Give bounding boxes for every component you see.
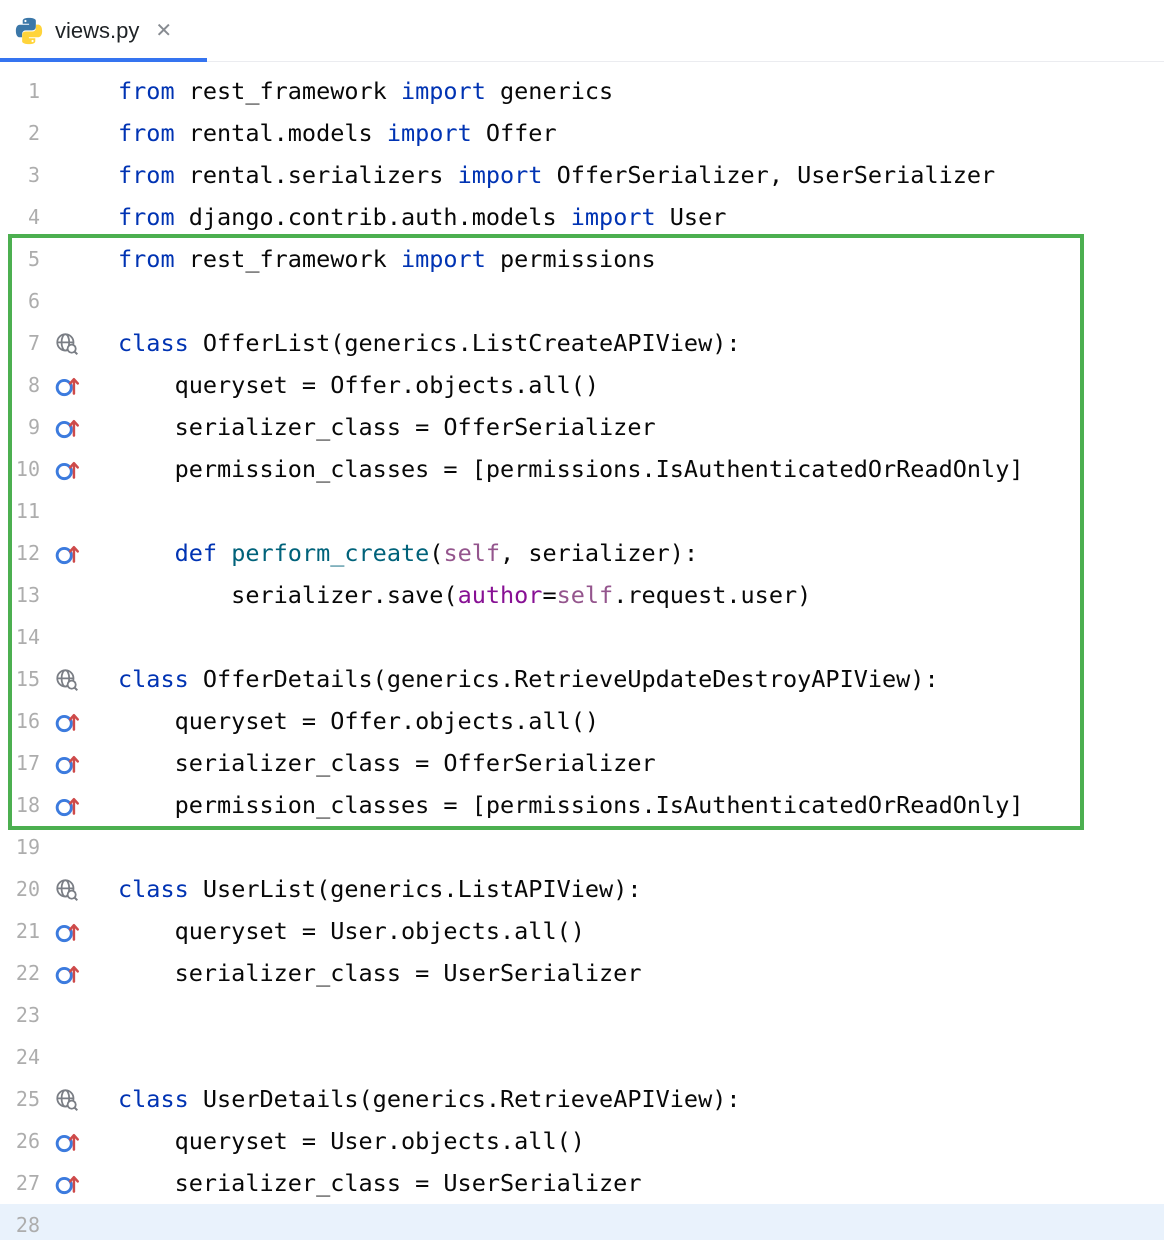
line-number: 11: [15, 499, 40, 523]
line-number: 17: [15, 751, 40, 775]
code-text: queryset = Offer.objects.all(): [118, 707, 600, 735]
code-editor[interactable]: 1 from rest_framework import generics 2 fro…: [0, 62, 1164, 1240]
code-text: from rest_framework import permissions: [118, 245, 656, 273]
code-line-row[interactable]: 16 queryset = Offer.objects.all(): [0, 700, 1164, 742]
tab-bar: views.py ✕: [0, 0, 1164, 62]
code-line-row[interactable]: 17 serializer_class = OfferSerializer: [0, 742, 1164, 784]
code-text: queryset = Offer.objects.all(): [118, 371, 600, 399]
line-number: 28: [15, 1213, 40, 1237]
line-number: 21: [15, 919, 40, 943]
code-text: class OfferList(generics.ListCreateAPIVi…: [118, 329, 741, 357]
code-line-row[interactable]: 21 queryset = User.objects.all(): [0, 910, 1164, 952]
code-text: from rental.models import Offer: [118, 119, 557, 147]
line-number: 12: [15, 541, 40, 565]
line-number: 6: [27, 289, 40, 313]
code-line-row[interactable]: 22 serializer_class = UserSerializer: [0, 952, 1164, 994]
code-line-row[interactable]: 13 serializer.save(author=self.request.u…: [0, 574, 1164, 616]
line-number: 18: [15, 793, 40, 817]
code-line-row[interactable]: 12 def perform_create(self, serializer):: [0, 532, 1164, 574]
code-line-row[interactable]: 23: [0, 994, 1164, 1036]
line-number: 26: [15, 1129, 40, 1153]
line-number: 19: [15, 835, 40, 859]
tab-label: views.py: [55, 17, 140, 43]
code-line-row[interactable]: 15 class OfferDetails(generics.RetrieveUp…: [0, 658, 1164, 700]
code-line-row[interactable]: 2 from rental.models import Offer: [0, 112, 1164, 154]
tab-close-icon[interactable]: ✕: [155, 19, 173, 42]
line-number: 4: [27, 205, 40, 229]
code-line-row[interactable]: 10 permission_classes = [permissions.IsA…: [0, 448, 1164, 490]
code-text: class OfferDetails(generics.RetrieveUpda…: [118, 665, 939, 693]
overriding-member-gutter-icon[interactable]: [40, 708, 118, 735]
overriding-member-gutter-icon[interactable]: [40, 792, 118, 819]
code-line-row[interactable]: 11: [0, 490, 1164, 532]
code-line-row[interactable]: 19: [0, 826, 1164, 868]
tab-views-py[interactable]: views.py ✕: [0, 0, 207, 61]
line-number: 16: [15, 709, 40, 733]
line-number: 3: [27, 163, 40, 187]
code-line-row[interactable]: 3 from rental.serializers import OfferSer…: [0, 154, 1164, 196]
line-number: 13: [15, 583, 40, 607]
python-file-icon: [14, 16, 44, 46]
line-number: 24: [15, 1045, 40, 1069]
code-line-row[interactable]: 27 serializer_class = UserSerializer: [0, 1162, 1164, 1204]
line-number: 22: [15, 961, 40, 985]
code-line-row[interactable]: 18 permission_classes = [permissions.IsA…: [0, 784, 1164, 826]
line-number: 14: [15, 625, 40, 649]
overriding-member-gutter-icon[interactable]: [40, 540, 118, 567]
overriding-member-gutter-icon[interactable]: [40, 750, 118, 777]
code-line-row[interactable]: 5 from rest_framework import permissions: [0, 238, 1164, 280]
code-text: serializer.save(author=self.request.user…: [118, 581, 812, 609]
code-text: from rental.serializers import OfferSeri…: [118, 161, 996, 189]
code-line-row[interactable]: 24: [0, 1036, 1164, 1078]
code-line-row[interactable]: 6: [0, 280, 1164, 322]
code-text: queryset = User.objects.all(): [118, 917, 585, 945]
line-number: 8: [27, 373, 40, 397]
code-text: permission_classes = [permissions.IsAuth…: [118, 455, 1024, 483]
code-text: class UserDetails(generics.RetrieveAPIVi…: [118, 1085, 741, 1113]
line-number: 27: [15, 1171, 40, 1195]
code-line-row[interactable]: 8 queryset = Offer.objects.all(): [0, 364, 1164, 406]
code-line-row[interactable]: 7 class OfferList(generics.ListCreateAPIV…: [0, 322, 1164, 364]
code-line-row[interactable]: 25 class UserDetails(generics.RetrieveAPI…: [0, 1078, 1164, 1120]
overriding-member-gutter-icon[interactable]: [40, 960, 118, 987]
line-number: 1: [27, 79, 40, 103]
overriding-member-gutter-icon[interactable]: [40, 372, 118, 399]
code-text: def perform_create(self, serializer):: [174, 539, 699, 567]
code-line-row[interactable]: 20 class UserList(generics.ListAPIView):: [0, 868, 1164, 910]
line-number: 20: [15, 877, 40, 901]
overriding-member-gutter-icon[interactable]: [40, 1128, 118, 1155]
code-text: class UserList(generics.ListAPIView):: [118, 875, 642, 903]
code-line-row[interactable]: 1 from rest_framework import generics: [0, 70, 1164, 112]
overriding-member-gutter-icon[interactable]: [40, 456, 118, 483]
overriding-member-gutter-icon[interactable]: [40, 1170, 118, 1197]
endpoint-gutter-icon[interactable]: [40, 876, 118, 903]
endpoint-gutter-icon[interactable]: [40, 1086, 118, 1113]
code-line-row[interactable]: 26 queryset = User.objects.all(): [0, 1120, 1164, 1162]
line-number: 25: [15, 1087, 40, 1111]
overriding-member-gutter-icon[interactable]: [40, 918, 118, 945]
endpoint-gutter-icon[interactable]: [40, 330, 118, 357]
line-number: 2: [27, 121, 40, 145]
endpoint-gutter-icon[interactable]: [40, 666, 118, 693]
line-number: 7: [27, 331, 40, 355]
overriding-member-gutter-icon[interactable]: [40, 414, 118, 441]
code-line-row[interactable]: 4 from django.contrib.auth.models import …: [0, 196, 1164, 238]
line-number: 15: [15, 667, 40, 691]
code-text: from django.contrib.auth.models import U…: [118, 203, 727, 231]
code-text: serializer_class = OfferSerializer: [118, 413, 656, 441]
code-text: queryset = User.objects.all(): [118, 1127, 585, 1155]
code-text: serializer_class = UserSerializer: [118, 959, 642, 987]
line-number: 5: [27, 247, 40, 271]
current-line-row[interactable]: 28: [0, 1204, 1164, 1240]
code-line-row[interactable]: 9 serializer_class = OfferSerializer: [0, 406, 1164, 448]
code-line-row[interactable]: 14: [0, 616, 1164, 658]
line-number: 23: [15, 1003, 40, 1027]
line-number: 10: [15, 457, 40, 481]
code-text: from rest_framework import generics: [118, 77, 614, 105]
line-number: 9: [27, 415, 40, 439]
active-tab-indicator: [0, 58, 207, 62]
code-text: serializer_class = UserSerializer: [118, 1169, 642, 1197]
code-text: serializer_class = OfferSerializer: [118, 749, 656, 777]
code-text: permission_classes = [permissions.IsAuth…: [118, 791, 1024, 819]
